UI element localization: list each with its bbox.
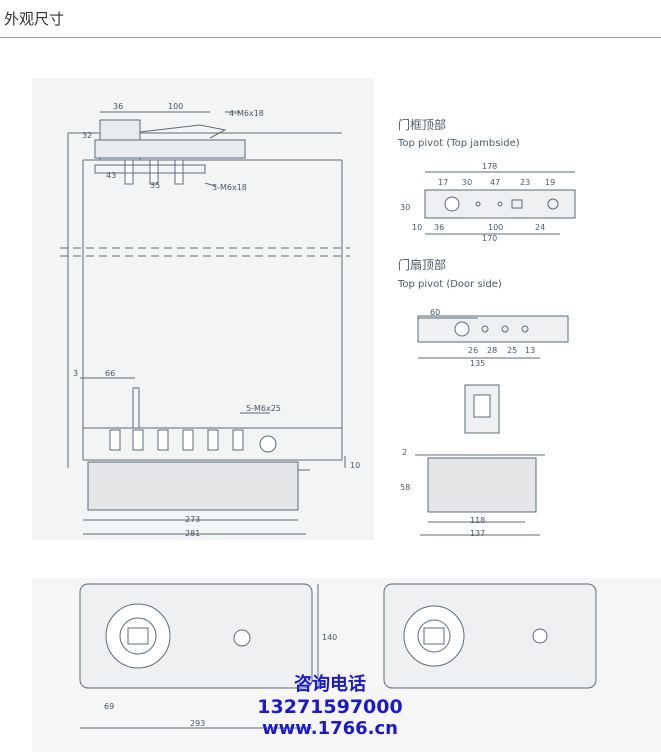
dim-2: 2 <box>402 448 407 457</box>
door-side-drawing <box>417 315 569 359</box>
top-jamb-drawing <box>424 171 576 235</box>
dim-24: 24 <box>535 223 545 232</box>
floor-spring-box <box>87 461 299 511</box>
page-title: 外观尺寸 <box>4 10 65 28</box>
section-box <box>427 457 537 513</box>
door-hole-main <box>454 321 470 337</box>
top-jamb-title-cn: 门框顶部 <box>398 117 446 132</box>
contact-title: 咨询电话 <box>294 674 366 695</box>
dim-23: 23 <box>520 178 530 187</box>
door-hole-3 <box>521 325 529 333</box>
screw-bottom-1 <box>109 429 121 451</box>
side-view-labels: 36 100 4-M6x18 32 43 35 3-M6x18 3 66 5-M… <box>73 102 360 538</box>
screw-bottom-5 <box>207 429 219 451</box>
screw-label-top: 4-M6x18 <box>229 109 264 118</box>
plan-large-bolt <box>233 629 251 647</box>
jamb-slot <box>511 199 523 209</box>
dim-178: 178 <box>482 162 497 171</box>
plan-large-inner <box>119 617 157 655</box>
plan-small-disc <box>403 605 465 667</box>
screw-label-bottom: 5-M6x25 <box>246 404 281 413</box>
dim-26: 26 <box>468 346 478 355</box>
plan-labels: 140 69 293 <box>104 633 337 728</box>
dim-28: 28 <box>487 346 497 355</box>
section-view <box>415 384 545 536</box>
jamb-hole-1 <box>475 201 481 207</box>
dim-135: 135 <box>470 359 485 368</box>
contact-website: www.1766.cn <box>262 718 398 739</box>
dim-293: 293 <box>190 719 205 728</box>
dim-47: 47 <box>490 178 500 187</box>
screw-bottom-4 <box>182 429 194 451</box>
dim-137: 137 <box>470 529 485 538</box>
plan-large-hub <box>127 627 149 645</box>
header-divider <box>0 37 661 38</box>
dim-43: 43 <box>106 171 116 180</box>
screw-top-c <box>174 159 184 185</box>
dim-13: 13 <box>525 346 535 355</box>
pivot-bolt <box>259 435 277 453</box>
jamb-hole-end <box>547 198 559 210</box>
contact-phone: 13271597000 <box>257 696 403 718</box>
dim-281: 281 <box>185 529 200 538</box>
plan-small-hub <box>423 627 445 645</box>
dim-10: 10 <box>412 223 422 232</box>
plan-large-disc <box>105 603 171 669</box>
dim-140: 140 <box>322 633 337 642</box>
pivot-shaft <box>132 387 140 429</box>
dim-35: 35 <box>150 181 160 190</box>
dim-17: 17 <box>438 178 448 187</box>
door-hole-2 <box>501 325 509 333</box>
dim-100: 100 <box>488 223 503 232</box>
dim-25: 25 <box>507 346 517 355</box>
dim-10: 10 <box>350 461 360 470</box>
screw-top-a <box>124 159 134 185</box>
screw-bottom-2 <box>132 429 144 451</box>
dim-36: 36 <box>113 102 123 111</box>
screw-label-mid: 3-M6x18 <box>212 183 247 192</box>
top-jamb-title-en: Top pivot (Top jambside) <box>397 138 520 149</box>
section-labels: 2 58 118 137 <box>400 448 485 538</box>
screw-bottom-3 <box>157 429 169 451</box>
dim-19: 19 <box>545 178 555 187</box>
screw-bottom-6 <box>232 429 244 451</box>
dim-66: 66 <box>105 369 115 378</box>
dim-32: 32 <box>82 131 92 140</box>
dim-118: 118 <box>470 516 485 525</box>
top-jamb-labels: 178 17 30 47 23 19 30 10 36 100 24 170 <box>400 162 555 243</box>
dim-170: 170 <box>482 234 497 243</box>
dim-100: 100 <box>168 102 183 111</box>
top-pivot-lower-plate <box>94 164 206 174</box>
page-header: 外观尺寸 <box>0 0 661 38</box>
door-hole-1 <box>481 325 489 333</box>
plan-small-inner <box>417 619 451 653</box>
dim-58: 58 <box>400 483 410 492</box>
jamb-hole-2 <box>497 201 503 207</box>
plan-small-bolt <box>532 628 548 644</box>
door-side-title-en: Top pivot (Door side) <box>397 279 502 290</box>
door-side-labels: 60 26 28 25 13 135 <box>430 308 535 368</box>
dim-30: 30 <box>462 178 472 187</box>
leader-3m6 <box>204 182 216 187</box>
spindle-slot <box>473 394 491 418</box>
plan-view-small <box>383 583 597 689</box>
plan-view-large <box>79 583 319 729</box>
screw-top-b <box>149 159 159 185</box>
top-pivot-plate <box>94 139 246 159</box>
dim-69: 69 <box>104 702 114 711</box>
jamb-hole-main <box>444 196 460 212</box>
technical-drawing: 36 100 4-M6x18 32 43 35 3-M6x18 3 66 5-M… <box>32 78 661 752</box>
contact-block: 咨询电话 13271597000 www.1766.cn <box>230 674 430 740</box>
side-view <box>60 111 350 535</box>
door-side-title-cn: 门扇顶部 <box>398 257 446 272</box>
dim-273: 273 <box>185 515 200 524</box>
dim-3: 3 <box>73 369 78 378</box>
top-arm <box>139 124 227 139</box>
dim-36: 36 <box>434 223 444 232</box>
dim-60: 60 <box>430 308 440 317</box>
dim-30v: 30 <box>400 203 410 212</box>
door-plate <box>417 315 569 343</box>
